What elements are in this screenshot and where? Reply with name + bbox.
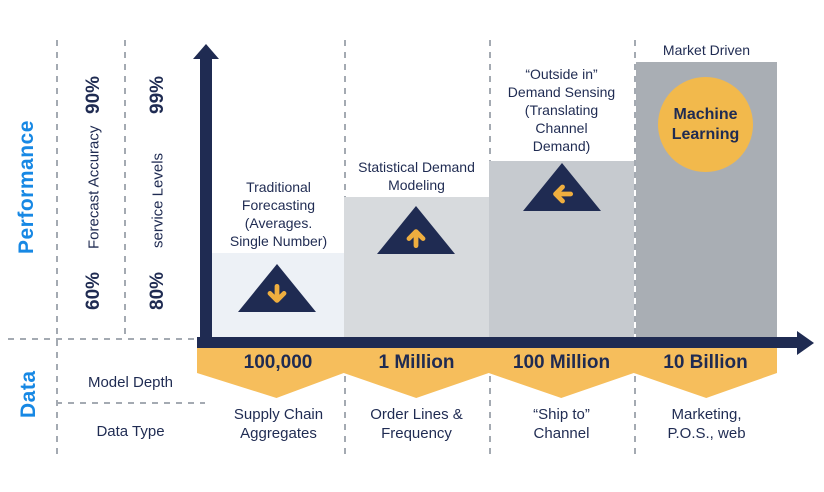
model-depth-value-4: 10 Billion <box>663 352 748 373</box>
guide-line-horizontal-2 <box>56 402 205 404</box>
data-axis-title: Data <box>17 370 40 418</box>
guide-line-horizontal-1 <box>8 338 205 340</box>
service-levels-label: service Levels <box>149 152 167 249</box>
data-type-value-4: Marketing, P.O.S., web <box>667 406 746 442</box>
arrow-left-icon <box>553 184 574 204</box>
model-depth-row-label: Model Depth <box>87 374 174 391</box>
y-axis-arrowhead-icon <box>193 44 219 59</box>
arrow-down-icon <box>267 283 287 303</box>
data-type-value-3: “Ship to” Channel <box>533 406 590 442</box>
guide-line-vertical-1 <box>56 40 58 454</box>
stage-label-statistical-demand-modeling: Statistical Demand Modeling <box>358 159 475 194</box>
guide-line-vertical-2 <box>124 40 126 340</box>
arrow-up-icon <box>406 229 426 249</box>
model-depth-value-1: 100,000 <box>243 352 313 373</box>
data-type-row-label: Data Type <box>96 423 165 440</box>
service-levels-low-value: 80% <box>147 271 168 311</box>
model-depth-value-3: 100 Million <box>512 352 611 373</box>
service-levels-high-value: 99% <box>147 75 168 115</box>
machine-learning-badge: Machine Learning <box>658 77 753 172</box>
model-depth-value-2: 1 Million <box>378 352 455 373</box>
stage-label-traditional-forecasting: Traditional Forecasting (Averages. Singl… <box>229 179 328 250</box>
data-type-value-2: Order Lines & Frequency <box>370 406 463 442</box>
forecast-accuracy-high-value: 90% <box>83 75 104 115</box>
column-divider-3 <box>634 40 636 455</box>
x-axis-line <box>197 337 798 348</box>
stage-label-outside-in-demand-sensing: “Outside in” Demand Sensing (Translating… <box>507 66 616 155</box>
stage-label-market-driven: Market Driven <box>662 42 751 59</box>
y-axis-line <box>200 56 212 347</box>
forecast-accuracy-low-value: 60% <box>83 271 104 311</box>
x-axis-arrowhead-icon <box>797 331 814 355</box>
data-type-value-1: Supply Chain Aggregates <box>233 406 324 442</box>
performance-axis-title: Performance <box>15 120 38 255</box>
forecast-accuracy-label: Forecast Accuracy <box>85 125 103 250</box>
